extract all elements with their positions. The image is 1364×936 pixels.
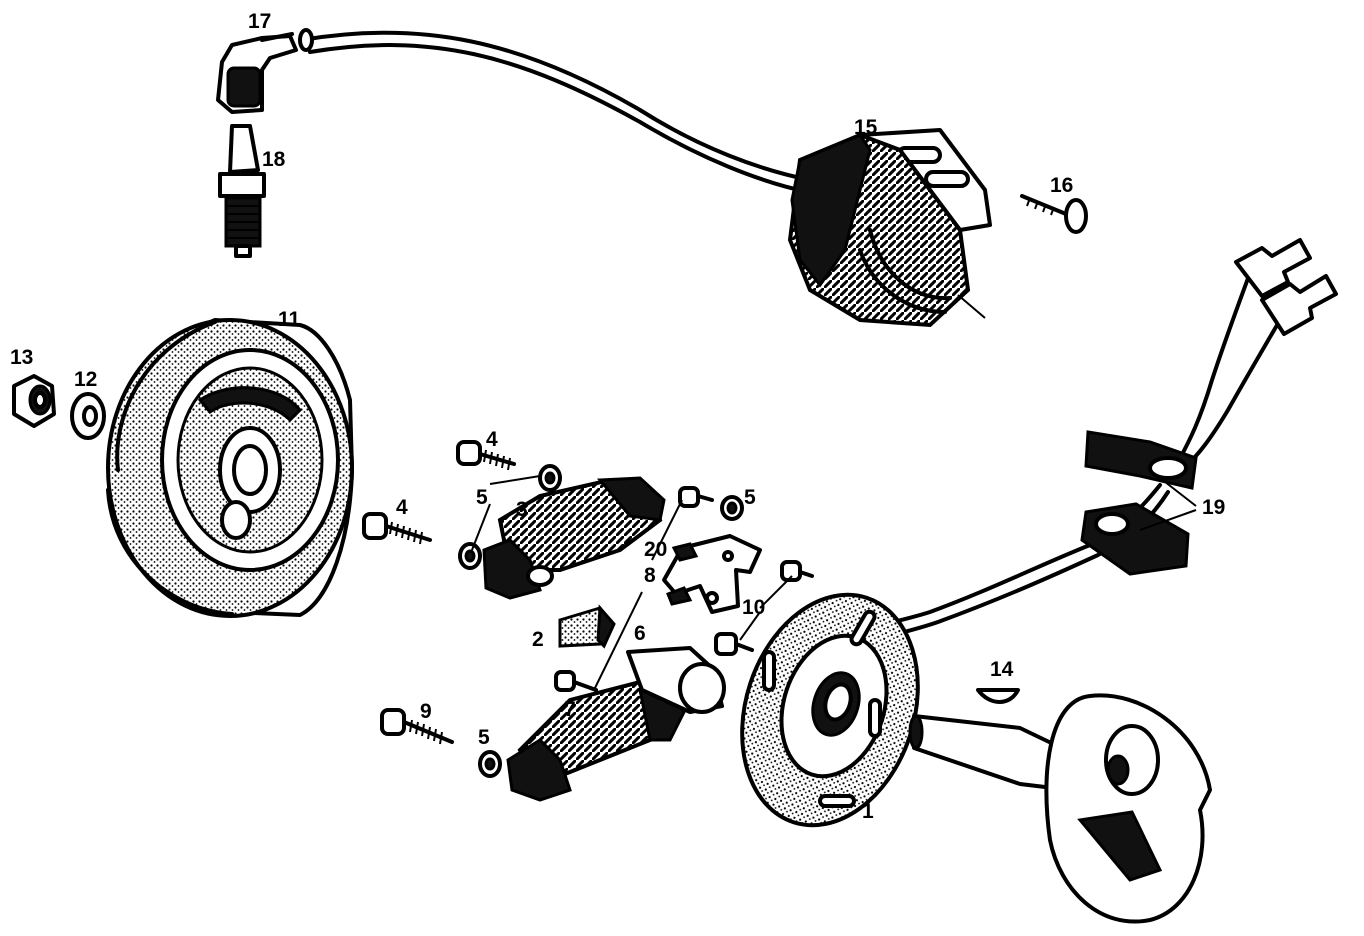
label-part-6: 6 <box>634 622 646 645</box>
label-part-5a: 5 <box>476 486 488 509</box>
screw-part-4b <box>362 512 432 545</box>
label-part-18: 18 <box>262 148 286 171</box>
label-part-20: 20 <box>644 538 667 561</box>
washer-part-12 <box>70 392 106 440</box>
part-labels: 1 2 3 4 4 5 5 5 6 7 8 9 10 11 12 13 14 1… <box>10 10 1225 823</box>
ht-lead <box>298 28 812 194</box>
label-part-11: 11 <box>278 308 301 331</box>
screw-part-7 <box>554 670 598 692</box>
lubricating-felt-part <box>558 604 616 649</box>
label-part-5b: 5 <box>744 486 756 509</box>
spark-plug-part <box>218 124 266 258</box>
leader-lines <box>471 475 1197 691</box>
flywheel-rotor-part <box>106 318 354 618</box>
label-part-7: 7 <box>564 698 576 721</box>
screw-part-20 <box>678 486 714 508</box>
spark-plug-cap-part <box>216 32 298 114</box>
screw-part-4a <box>456 440 516 471</box>
label-part-2: 2 <box>532 628 544 651</box>
label-part-15: 15 <box>854 116 878 139</box>
label-part-4b: 4 <box>396 496 408 519</box>
contact-breaker-part <box>662 534 762 614</box>
washer-part-5d <box>478 750 502 778</box>
screw-part-9 <box>380 708 454 745</box>
screw-part-10b <box>780 560 814 582</box>
label-part-13: 13 <box>10 346 33 369</box>
label-part-9: 9 <box>420 700 432 723</box>
label-part-8: 8 <box>644 564 656 587</box>
grommet-part <box>1080 430 1198 576</box>
washer-part-5a <box>538 464 562 492</box>
label-part-4a: 4 <box>486 428 498 451</box>
label-part-1: 1 <box>862 800 874 823</box>
nut-part-13 <box>12 374 56 428</box>
connector-plug-a <box>1234 238 1312 298</box>
label-part-12: 12 <box>74 368 97 391</box>
ignition-source-coil-part <box>506 646 726 802</box>
connector-plug-b <box>1260 274 1338 336</box>
stator-base-plate-part <box>740 592 920 828</box>
lighting-coil-part <box>482 476 666 600</box>
coil-screw-part <box>1020 194 1088 234</box>
label-part-5c: 5 <box>478 726 490 749</box>
label-part-19: 19 <box>1202 496 1225 519</box>
label-part-17: 17 <box>248 10 271 33</box>
label-part-16: 16 <box>1050 174 1073 197</box>
crankshaft-part <box>908 693 1212 924</box>
woodruff-key-part <box>976 688 1020 704</box>
washer-part-5b <box>458 542 482 570</box>
washer-part-5c <box>720 495 744 521</box>
label-part-3: 3 <box>516 498 528 521</box>
label-part-10: 10 <box>742 596 765 619</box>
label-part-14: 14 <box>990 658 1014 681</box>
ignition-coil-part <box>787 128 992 328</box>
screw-part-10a <box>714 632 754 656</box>
